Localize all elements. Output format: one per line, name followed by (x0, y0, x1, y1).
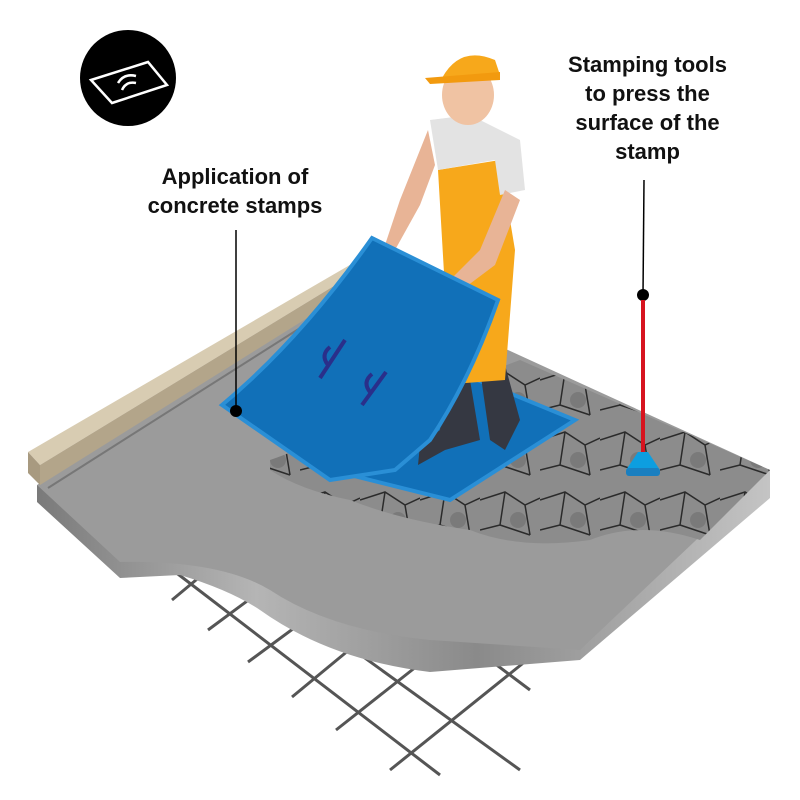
label-line: concrete stamps (147, 193, 323, 218)
stamping-tool (626, 300, 660, 476)
label-line: to press the (585, 81, 710, 106)
label-application-of-stamps: Application of concrete stamps (120, 162, 350, 220)
stamp-mat-icon (80, 30, 176, 126)
label-line: stamp (615, 139, 680, 164)
leader-line-tools (642, 179, 645, 296)
label-stamping-tools: Stamping tools to press the surface of t… (535, 50, 760, 166)
stamp-handle-icon (318, 338, 388, 407)
concrete-stamp-held (218, 235, 501, 483)
label-line: Application of (161, 164, 309, 189)
leader-dot (230, 405, 242, 417)
label-line: Stamping tools (568, 52, 727, 77)
leader-dot (637, 289, 649, 301)
form-board (28, 262, 360, 465)
label-line: surface of the (575, 110, 720, 135)
